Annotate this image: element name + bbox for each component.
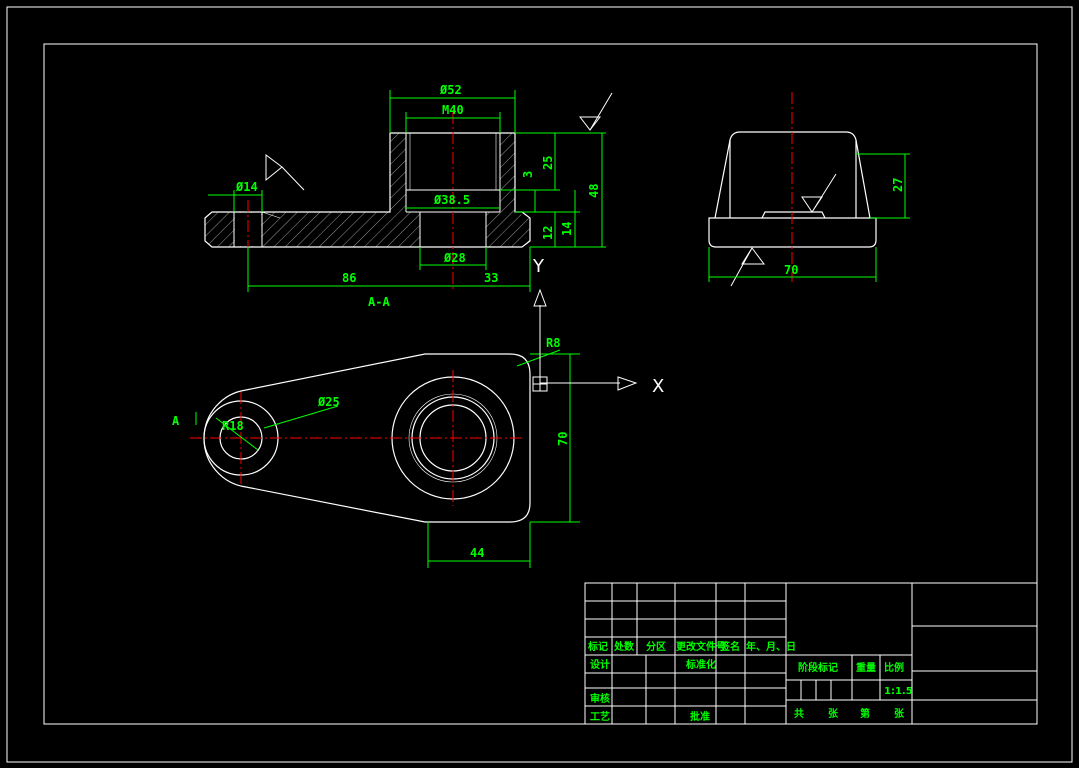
leader-r8 [516, 349, 561, 367]
plan-dimensions [195, 349, 580, 568]
label-70-plan: 70 [556, 432, 570, 446]
side-view [708, 92, 877, 282]
label-d38-5: Ø38.5 [433, 193, 470, 207]
tb-review: 审核 [590, 692, 610, 705]
label-14: 14 [560, 222, 574, 236]
label-r18: R18 [222, 419, 244, 433]
leader-d25 [263, 405, 339, 429]
roughness-symbol-1 [578, 92, 613, 131]
label-3: 3 [521, 171, 535, 178]
inner-border [43, 43, 1038, 725]
tb-approve: 批准 [690, 710, 710, 723]
side-dimensions [708, 153, 910, 282]
outer-border [6, 6, 1073, 763]
title-block-text: 标记 处数 分区 更改文件号 签名 年、月、日 设计 标准化 审核 工艺 批准 … [587, 640, 913, 723]
side-body [714, 131, 871, 219]
tb-header-sign: 签名 [719, 640, 740, 653]
roughness-symbol-2 [265, 154, 305, 191]
title-block [584, 582, 1038, 725]
tb-scale-label: 比例 [884, 661, 904, 674]
section-dim-text: Ø52 M40 Ø14 Ø38.5 Ø28 86 33 25 3 48 12 1… [235, 83, 601, 309]
ucs-y-label: Y [532, 256, 545, 277]
label-86: 86 [342, 271, 356, 285]
label-d52: Ø52 [439, 83, 462, 97]
label-25: 25 [541, 156, 555, 170]
roughness-symbol-3 [801, 173, 837, 213]
ucs-x-arrow [617, 376, 638, 391]
leader-r18 [215, 417, 259, 451]
tb-standardization: 标准化 [685, 658, 716, 671]
label-m40: M40 [442, 103, 464, 117]
side-base [708, 217, 877, 248]
label-cut-a: A [172, 414, 180, 428]
label-33: 33 [484, 271, 498, 285]
hatch-flange-left [205, 212, 390, 247]
tb-header-zone: 分区 [646, 640, 666, 653]
label-d25: Ø25 [317, 395, 340, 409]
label-d28: Ø28 [443, 251, 466, 265]
tb-total: 共 [794, 707, 804, 720]
tb-process: 工艺 [590, 710, 610, 723]
ucs-x-label: X [652, 376, 664, 397]
ucs-icon [532, 288, 638, 392]
ucs-y-arrow [533, 288, 547, 307]
tb-header-date: 年、月、日 [746, 640, 796, 653]
tb-header-count: 处数 [613, 640, 635, 653]
tb-stage-mark: 阶段标记 [798, 661, 838, 674]
label-section-aa: A-A [368, 295, 390, 309]
label-d14: Ø14 [235, 180, 258, 194]
hatch-boss-left [390, 133, 420, 247]
tb-scale-value: 1:1.5 [884, 686, 913, 697]
label-12: 12 [541, 226, 555, 240]
label-44: 44 [470, 546, 484, 560]
label-48: 48 [587, 184, 601, 198]
section-view [204, 112, 531, 292]
label-27: 27 [891, 178, 905, 192]
counterbore-top [261, 211, 281, 219]
tb-weight: 重量 [856, 661, 876, 674]
title-block-frame [584, 582, 1038, 725]
tb-design: 设计 [590, 658, 610, 671]
tb-header-change-doc: 更改文件号 [676, 640, 726, 653]
tb-page: 第 [860, 707, 870, 720]
plan-view [190, 353, 531, 523]
tb-sheet2: 张 [894, 707, 905, 720]
tb-sheets: 张 [828, 707, 839, 720]
tb-header-mark: 标记 [587, 640, 608, 653]
label-r8: R8 [546, 336, 560, 350]
side-recess [761, 211, 826, 219]
surface-finish-marks [265, 92, 837, 287]
section-dimensions [208, 90, 606, 292]
label-70-side: 70 [784, 263, 798, 277]
plan-outline [203, 353, 531, 523]
roughness-symbol-4 [730, 247, 765, 287]
